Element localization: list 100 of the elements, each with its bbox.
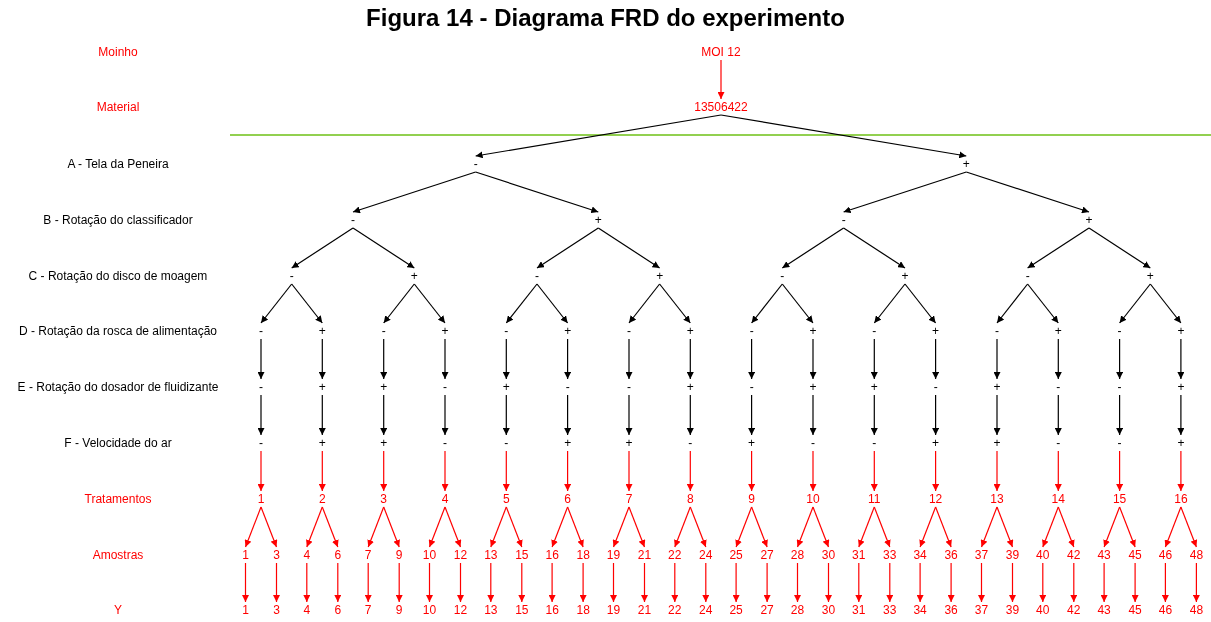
arrow xyxy=(916,562,924,603)
arrow xyxy=(1131,562,1139,603)
value-label: 16 xyxy=(544,548,560,562)
arrow xyxy=(720,114,967,159)
level-sign: - xyxy=(932,380,939,394)
value-label: 6 xyxy=(563,492,572,506)
arrow xyxy=(870,394,878,436)
value-label: 43 xyxy=(1096,603,1112,617)
level-sign: - xyxy=(809,436,816,450)
arrow xyxy=(395,562,403,603)
level-sign: - xyxy=(1055,380,1062,394)
value-label: 31 xyxy=(851,548,867,562)
value-label: 24 xyxy=(698,603,714,617)
arrow xyxy=(748,338,756,380)
value-label: 22 xyxy=(667,548,683,562)
level-sign: - xyxy=(625,324,632,338)
level-sign: - xyxy=(840,213,847,227)
arrow xyxy=(625,338,633,380)
arrow xyxy=(475,114,722,159)
arrow xyxy=(947,562,955,603)
arrow xyxy=(855,562,863,603)
level-sign: - xyxy=(1024,269,1031,283)
arrow xyxy=(993,394,1001,436)
level-sign: + xyxy=(624,436,634,450)
arrow xyxy=(980,506,998,548)
value-label: 9 xyxy=(394,548,404,562)
value-label: 10 xyxy=(421,603,438,617)
value-label: 18 xyxy=(575,603,591,617)
arrow xyxy=(812,506,830,548)
arrow xyxy=(843,227,906,269)
arrow xyxy=(732,562,740,603)
value-label: 34 xyxy=(912,603,928,617)
value-label: 34 xyxy=(912,548,928,562)
arrow xyxy=(318,338,326,380)
value-label: 25 xyxy=(728,603,744,617)
level-sign: + xyxy=(685,324,695,338)
arrow xyxy=(551,506,569,548)
arrow xyxy=(383,283,415,324)
arrow xyxy=(763,562,771,603)
arrow xyxy=(965,171,1090,214)
level-sign: + xyxy=(655,269,665,283)
arrow xyxy=(1177,394,1185,436)
row-label: Material xyxy=(95,100,141,114)
arrow xyxy=(564,394,572,436)
figure-title: Figura 14 - Diagrama FRD do experimento xyxy=(365,4,846,32)
arrow xyxy=(242,562,249,603)
row-label: Amostras xyxy=(91,548,145,562)
arrow xyxy=(1119,283,1151,324)
level-sign: + xyxy=(593,213,603,227)
arrow xyxy=(441,394,449,436)
arrow xyxy=(505,506,523,548)
level-sign: - xyxy=(625,380,632,394)
arrow xyxy=(567,506,584,548)
level-sign: + xyxy=(563,324,573,338)
arrow xyxy=(441,450,449,492)
value-label: 13506422 xyxy=(693,100,749,114)
level-sign: - xyxy=(288,269,295,283)
value-label: 3 xyxy=(272,603,281,617)
value-label: 13 xyxy=(483,548,499,562)
level-sign: - xyxy=(1055,436,1062,450)
value-label: 15 xyxy=(1111,492,1128,506)
value-label: 46 xyxy=(1157,603,1174,617)
arrow xyxy=(932,338,940,380)
value-label: 36 xyxy=(943,603,959,617)
level-sign: + xyxy=(685,380,695,394)
arrow xyxy=(809,394,817,436)
level-sign: - xyxy=(442,436,448,450)
level-sign: - xyxy=(1116,436,1123,450)
level-sign: - xyxy=(779,269,786,283)
arrow xyxy=(1057,506,1075,548)
value-label: 24 xyxy=(698,548,714,562)
arrow xyxy=(610,562,617,603)
level-sign: - xyxy=(258,380,264,394)
arrow xyxy=(935,506,952,548)
value-label: 40 xyxy=(1035,548,1051,562)
arrow xyxy=(291,283,323,324)
row-label: A - Tela da Peneira xyxy=(66,157,170,171)
value-label: 11 xyxy=(867,492,882,506)
arrow xyxy=(260,283,293,324)
arrow xyxy=(1180,506,1198,548)
arrow xyxy=(1116,450,1124,492)
value-label: 16 xyxy=(544,603,560,617)
value-label: 10 xyxy=(805,492,821,506)
level-sign: + xyxy=(1145,269,1155,283)
value-label: 1 xyxy=(241,603,250,617)
arrow xyxy=(809,450,817,492)
value-label: 43 xyxy=(1096,548,1112,562)
value-label: 25 xyxy=(728,548,744,562)
arrow xyxy=(996,283,1029,324)
arrow xyxy=(487,562,495,603)
level-sign: - xyxy=(871,324,878,338)
arrow xyxy=(625,450,633,492)
level-sign: + xyxy=(1084,213,1094,227)
arrow xyxy=(1164,506,1182,548)
level-sign: + xyxy=(900,269,910,283)
level-sign: + xyxy=(1176,324,1186,338)
arrow xyxy=(364,562,372,603)
arrow xyxy=(1116,338,1124,380)
arrow xyxy=(303,562,311,603)
arrow xyxy=(1027,283,1059,324)
